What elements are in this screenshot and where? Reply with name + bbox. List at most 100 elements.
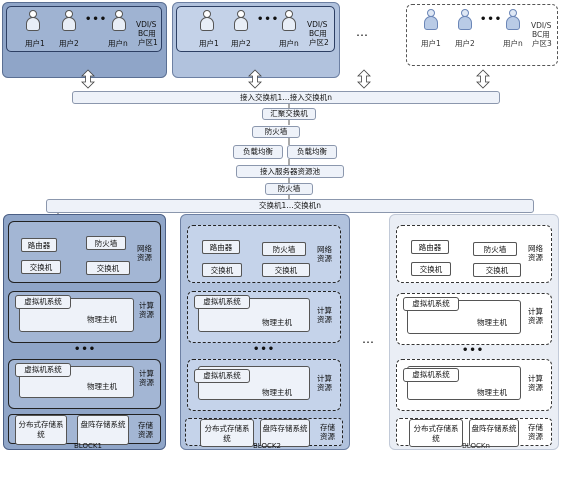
compute-resource-label: 计算 bbox=[528, 307, 543, 316]
physical-host-label: 物理主机 bbox=[87, 382, 117, 391]
access-server-pool-box: 接入服务器资源池 bbox=[236, 165, 344, 178]
compute-resource-label: 资源 bbox=[317, 383, 332, 392]
user-icon bbox=[457, 9, 473, 31]
storage-resource-panel: 分布式存储系统 盘阵存储系统 存储 资源 bbox=[185, 418, 343, 447]
firewall-box: 防火墙 bbox=[473, 242, 517, 256]
block-name: BLOCK1 bbox=[74, 442, 102, 450]
switch-box: 交换机 bbox=[411, 262, 451, 276]
double-arrow-icon bbox=[357, 69, 371, 89]
region-label-line: 户区3 bbox=[532, 39, 552, 48]
ellipsis-dots: ••• bbox=[74, 344, 97, 355]
user-label: 用户n bbox=[279, 39, 299, 48]
network-resource-label: 资源 bbox=[528, 253, 543, 262]
firewall-bottom-box: 防火墙 bbox=[265, 183, 313, 195]
physical-host-label: 物理主机 bbox=[262, 388, 292, 397]
user-label: 用户2 bbox=[231, 39, 251, 48]
physical-host-label: 物理主机 bbox=[262, 318, 292, 327]
block-name: BLOCKn bbox=[462, 442, 490, 450]
disk-array-storage-box: 盘阵存储系统 bbox=[260, 419, 310, 447]
vm-system-box: 虚拟机系统 bbox=[194, 295, 250, 309]
user-icon bbox=[281, 10, 297, 32]
region-label-line: 户区1 bbox=[138, 38, 158, 47]
distributed-storage-box: 分布式存储系统 bbox=[15, 415, 67, 445]
switch-box: 交换机 bbox=[473, 263, 521, 277]
switch-box: 交换机 bbox=[86, 261, 130, 275]
physical-host-label: 物理主机 bbox=[87, 315, 117, 324]
storage-resource-label: 存储 bbox=[528, 423, 543, 432]
storage-resource-label: 资源 bbox=[528, 432, 543, 441]
ellipsis-dots: ••• bbox=[85, 14, 108, 25]
aggregation-switch-box: 汇聚交换机 bbox=[262, 108, 316, 120]
vm-system-box: 虚拟机系统 bbox=[403, 297, 459, 311]
network-resource-label: 网络 bbox=[317, 245, 332, 254]
user-label: 用户n bbox=[108, 39, 128, 48]
load-balancer-1-box: 负载均衡 bbox=[233, 145, 283, 159]
region-label-line: 户区2 bbox=[309, 38, 329, 47]
compute-resource-label: 资源 bbox=[139, 378, 154, 387]
region-label-line: VDI/S bbox=[307, 20, 328, 29]
compute-resource-label: 计算 bbox=[139, 369, 154, 378]
physical-host-box bbox=[407, 300, 521, 334]
storage-resource-label: 存储 bbox=[138, 421, 153, 430]
network-resource-label: 网络 bbox=[137, 244, 152, 253]
user-icon bbox=[233, 10, 249, 32]
compute-resource-panel: 虚拟机系统 物理主机 计算 资源 bbox=[396, 293, 552, 345]
vm-system-box: 虚拟机系统 bbox=[403, 368, 459, 382]
vm-system-box: 虚拟机系统 bbox=[15, 295, 71, 309]
block-n: 路由器 防火墙 交换机 交换机 网络 资源 虚拟机系统 物理主机 计算 资源 •… bbox=[389, 214, 559, 450]
user-icon bbox=[199, 10, 215, 32]
compute-resource-label: 计算 bbox=[528, 374, 543, 383]
user-region-1-inner: ••• 用户1 用户2 用户n VDI/S BC用 户区1 bbox=[6, 6, 162, 52]
user-label: 用户2 bbox=[59, 39, 79, 48]
compute-resource-panel: 虚拟机系统 物理主机 计算 资源 bbox=[187, 359, 341, 411]
user-icon bbox=[111, 10, 127, 32]
user-region-3: ••• 用户1 用户2 用户n VDI/S BC用 户区3 bbox=[406, 4, 558, 66]
compute-resource-label: 计算 bbox=[317, 374, 332, 383]
storage-resource-panel: 分布式存储系统 盘阵存储系统 存储 资源 bbox=[396, 418, 552, 447]
block-name: BLOCK2 bbox=[253, 442, 281, 450]
storage-resource-label: 存储 bbox=[320, 423, 335, 432]
disk-array-storage-box: 盘阵存储系统 bbox=[77, 415, 129, 445]
user-region-2-inner: ••• 用户1 用户2 用户n VDI/S BC用 户区2 bbox=[176, 6, 335, 52]
region-label-line: BC用 bbox=[138, 29, 156, 38]
user-label: 用户2 bbox=[455, 39, 475, 48]
region-label-line: VDI/S bbox=[136, 20, 157, 29]
user-icon bbox=[505, 9, 521, 31]
access-switch-bar: 接入交换机1…接入交换机n bbox=[72, 91, 500, 104]
double-arrow-icon bbox=[81, 69, 95, 89]
user-label: 用户1 bbox=[25, 39, 45, 48]
block-2: 路由器 防火墙 交换机 交换机 网络 资源 虚拟机系统 物理主机 计算 资源 •… bbox=[180, 214, 350, 450]
router-box: 路由器 bbox=[411, 240, 449, 254]
network-resource-label: 网络 bbox=[528, 244, 543, 253]
switch-box: 交换机 bbox=[21, 260, 61, 274]
storage-resource-panel: 分布式存储系统 盘阵存储系统 存储 资源 bbox=[8, 414, 161, 445]
compute-resource-panel: 虚拟机系统 物理主机 计算 资源 bbox=[187, 291, 341, 343]
router-box: 路由器 bbox=[21, 238, 57, 252]
firewall-top-box: 防火墙 bbox=[252, 126, 300, 138]
user-region-1: ••• 用户1 用户2 用户n VDI/S BC用 户区1 bbox=[2, 2, 167, 78]
vm-system-box: 虚拟机系统 bbox=[194, 369, 250, 383]
router-box: 路由器 bbox=[202, 240, 240, 254]
user-icon bbox=[25, 10, 41, 32]
vm-system-box: 虚拟机系统 bbox=[15, 363, 71, 377]
user-label: 用户1 bbox=[421, 39, 441, 48]
double-arrow-icon bbox=[476, 69, 490, 89]
load-balancer-2-box: 负载均衡 bbox=[287, 145, 337, 159]
compute-resource-panel: 虚拟机系统 物理主机 计算 资源 bbox=[8, 291, 161, 343]
user-label: 用户1 bbox=[199, 39, 219, 48]
compute-resource-label: 资源 bbox=[528, 316, 543, 325]
switch-box: 交换机 bbox=[262, 263, 310, 277]
physical-host-box bbox=[198, 366, 310, 400]
compute-resource-panel: 虚拟机系统 物理主机 计算 资源 bbox=[8, 359, 161, 409]
user-icon bbox=[423, 9, 439, 31]
region-label-line: BC用 bbox=[532, 30, 550, 39]
user-icon bbox=[61, 10, 77, 32]
compute-resource-label: 计算 bbox=[317, 306, 332, 315]
block-gap-ellipsis: … bbox=[362, 332, 375, 346]
region-gap-ellipsis: … bbox=[356, 25, 369, 39]
firewall-box: 防火墙 bbox=[86, 236, 126, 250]
distributed-storage-box: 分布式存储系统 bbox=[200, 419, 254, 447]
block-1: 路由器 防火墙 交换机 交换机 网络 资源 虚拟机系统 物理主机 计算 资源 •… bbox=[3, 214, 166, 450]
ellipsis-dots: ••• bbox=[257, 14, 280, 25]
compute-resource-label: 资源 bbox=[528, 383, 543, 392]
